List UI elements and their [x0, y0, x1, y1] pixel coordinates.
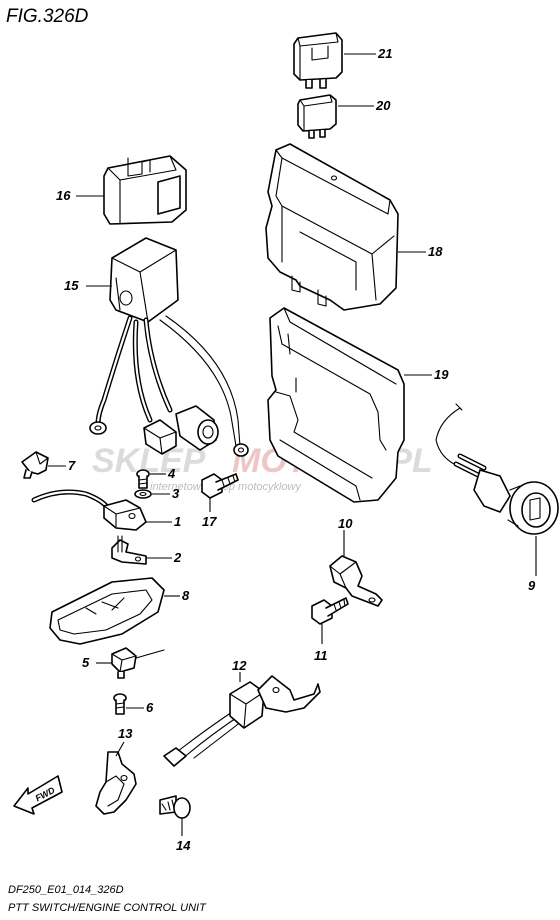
- part-15-ptt-module[interactable]: [89, 237, 249, 457]
- callout-2[interactable]: 2: [173, 550, 182, 565]
- callout-12[interactable]: 12: [232, 658, 247, 673]
- callout-8[interactable]: 8: [182, 588, 190, 603]
- callout-21[interactable]: 21: [377, 46, 392, 61]
- fwd-arrow-icon: FWD: [13, 775, 63, 815]
- callout-13[interactable]: 13: [118, 726, 133, 741]
- part-19-holder[interactable]: [267, 307, 405, 503]
- footer-code: DF250_E01_014_326D: [8, 884, 124, 896]
- part-13-clamp[interactable]: [95, 751, 137, 815]
- callout-17[interactable]: 17: [202, 514, 217, 529]
- callout-9[interactable]: 9: [528, 578, 536, 593]
- part-21-relay[interactable]: [293, 32, 343, 89]
- callout-5[interactable]: 5: [82, 655, 90, 670]
- footer-caption: PTT SWITCH/ENGINE CONTROL UNIT: [8, 902, 207, 914]
- leader-13: [115, 741, 125, 757]
- part-2-bracket[interactable]: [111, 535, 147, 565]
- part-17-bolt[interactable]: [201, 473, 239, 499]
- part-16-cover[interactable]: [103, 155, 187, 225]
- callout-7[interactable]: 7: [68, 458, 76, 473]
- callout-6[interactable]: 6: [146, 700, 154, 715]
- part-12-sub-harness[interactable]: [163, 675, 321, 767]
- part-9-connector[interactable]: [435, 403, 559, 535]
- callout-3[interactable]: 3: [172, 486, 180, 501]
- watermark-tagline: internetowy sklep motocyklowy: [150, 481, 303, 493]
- callout-20[interactable]: 20: [375, 98, 391, 113]
- part-6-screw[interactable]: [113, 693, 127, 715]
- part-8-switch-cover[interactable]: [49, 577, 165, 645]
- part-4-screw[interactable]: [136, 469, 150, 489]
- part-14-screw[interactable]: [159, 795, 191, 819]
- part-7-clamp[interactable]: [21, 451, 49, 479]
- part-20-relay[interactable]: [297, 94, 337, 139]
- callout-1[interactable]: 1: [174, 514, 181, 529]
- part-11-bolt[interactable]: [311, 597, 349, 625]
- callout-19[interactable]: 19: [434, 367, 449, 382]
- part-18-ecu[interactable]: [265, 143, 399, 311]
- part-3-washer[interactable]: [134, 489, 152, 499]
- callout-14[interactable]: 14: [176, 838, 191, 853]
- part-1-ptt-switch[interactable]: [31, 489, 147, 531]
- callout-15[interactable]: 15: [64, 278, 79, 293]
- callout-16[interactable]: 16: [56, 188, 71, 203]
- figure-title: FIG.326D: [6, 6, 89, 27]
- callout-11[interactable]: 11: [314, 648, 328, 663]
- callout-18[interactable]: 18: [428, 244, 443, 259]
- part-5-switch[interactable]: [111, 647, 165, 679]
- callout-4[interactable]: 4: [167, 466, 176, 481]
- callout-10[interactable]: 10: [338, 516, 353, 531]
- part-10-clamp[interactable]: [329, 555, 383, 607]
